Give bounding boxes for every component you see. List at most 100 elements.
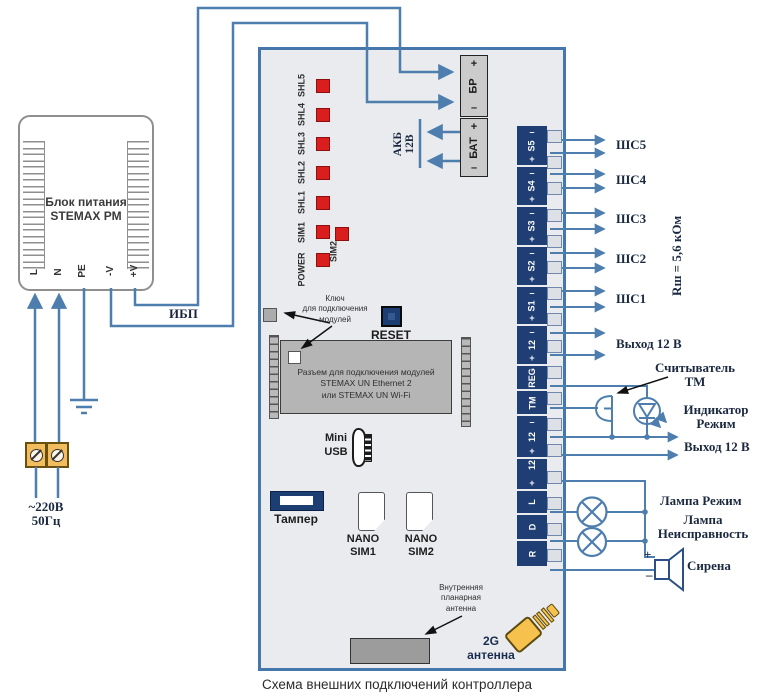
reset-label: RESET [370, 328, 411, 342]
psu-title: Блок питания [45, 195, 127, 209]
key-note-line1: Ключ [325, 294, 345, 303]
terminal-sign: – [529, 248, 535, 258]
key-note-arrow-2 [300, 325, 333, 350]
tm-reader-label: Считыватель ТМ [652, 361, 738, 388]
shs3-label: ШС3 [616, 211, 647, 226]
shunt-resistor-note: Rш = 5,6 кОм [669, 215, 685, 296]
led-shl2 [316, 166, 330, 180]
terminal-contact-stub [547, 182, 562, 196]
terminal-sign: – [529, 327, 535, 337]
mini-usb-line2: USB [324, 445, 348, 458]
sim1-line1: NANO [346, 533, 380, 545]
sim2-label: NANO SIM2 [400, 533, 442, 559]
diagram-caption: Схема внешних подключений контроллера [262, 677, 533, 692]
tamper-switch [270, 491, 324, 511]
sim2-line2: SIM2 [408, 546, 434, 559]
terminal-12v-out2: – 12 + [517, 416, 547, 457]
mini-usb-label: Mini USB [320, 432, 352, 460]
wire-plus-v-to-bp [133, 6, 455, 307]
2g-line1: 2G [482, 634, 499, 648]
indicator-label: Индикатор Режим [680, 403, 752, 430]
lamp-fault-line2: Неисправность [657, 525, 749, 541]
terminal-sign: + [529, 353, 535, 363]
terminal-s3: – S3 + [517, 207, 547, 245]
bat-battery-connector: + БАТ – [460, 118, 488, 177]
planar-antenna [350, 638, 430, 664]
heatsink-fins-right-icon [127, 141, 149, 269]
screw-terminal-icon [29, 448, 43, 462]
terminal-sign: – [529, 288, 535, 298]
planar-line1: Внутренняя [439, 583, 483, 592]
bp-minus: – [470, 102, 478, 114]
terminal-sign: + [529, 154, 535, 164]
terminal-s2: – S2 + [517, 247, 547, 285]
battery-label: АКБ 12В [392, 124, 416, 164]
out12-top-label: Выход 12 В [616, 336, 682, 351]
connector-line2: STEMAX UN Ethernet 2 [320, 378, 412, 389]
module-key-note: Ключ для подключения модулей [294, 294, 376, 325]
terminal-reg: REG [517, 366, 547, 389]
sim1-label: NANO SIM1 [342, 533, 384, 559]
terminal-12v-out1: – 12 + [517, 326, 547, 364]
siren-icon [654, 546, 684, 593]
junction-dots [609, 434, 650, 544]
led-sim1 [316, 225, 330, 239]
led-shl4 [316, 108, 330, 122]
wire-minus-v-to-bp [109, 21, 455, 328]
sim2-line1: NANO [404, 533, 438, 545]
siren-plus-sign: + [644, 547, 652, 562]
terminal-contact-stub [547, 392, 562, 405]
terminal-sign: + [529, 234, 535, 244]
led-shl1 [316, 196, 330, 210]
ups-label: ИБП [169, 306, 198, 321]
terminal-l: L [517, 491, 547, 513]
tm-reader-line1: Считыватель [654, 360, 736, 375]
planar-line2: планарная [441, 593, 481, 603]
terminal-contact-stub [547, 418, 562, 432]
mains-frequency: 50Гц [31, 512, 61, 528]
key-note-line3: модулей [319, 314, 351, 324]
wire-12v-lamps [550, 480, 655, 558]
terminal-contact-stub [547, 287, 562, 301]
planar-note-arrow [424, 615, 463, 635]
connector-line3: или STEMAX UN Wi-Fi [321, 389, 411, 400]
lamp-fault-line1: Лампа [683, 512, 723, 527]
indicator-line2: Режим [696, 415, 736, 431]
terminal-contact-stub [547, 496, 562, 510]
out12-mid-label: Выход 12 В [684, 439, 750, 454]
mains-voltage-label: ~220В 50Гц [20, 500, 72, 527]
terminal-s5: – S5 + [517, 126, 547, 165]
tm-note-arrow [616, 376, 669, 394]
pin-header-right-icon [461, 337, 471, 427]
shs5-label: ШС5 [616, 137, 647, 152]
terminal-s1: – S1 + [517, 287, 547, 324]
mains-terminal-cell [25, 442, 47, 468]
heatsink-fins-left-icon [23, 141, 45, 269]
terminal-tm: TM [517, 391, 547, 414]
planar-line3: антенна [445, 603, 477, 613]
terminal-contact-stub [547, 444, 562, 458]
terminal-r: R [517, 541, 547, 566]
module-connector: Разъем для подключения модулей STEMAX UN… [280, 340, 452, 414]
psu-model: STEMAX РМ [50, 209, 122, 223]
2g-antenna-label: 2G антенна [462, 634, 520, 663]
siren-minus-sign: – [646, 567, 653, 582]
terminal-sign: + [529, 313, 535, 323]
terminal-d: D [517, 515, 547, 539]
mini-usb-line1: Mini [325, 432, 347, 444]
terminal-contact-stub [547, 156, 562, 170]
tm-reader-line2: ТМ [684, 373, 706, 389]
terminal-contact-stub [547, 339, 562, 353]
battery-label-akb: АКБ [391, 131, 404, 157]
terminal-sign: – [529, 168, 535, 178]
terminal-12v-lamps: 12 + [517, 459, 547, 489]
terminal-sign: + [529, 478, 535, 488]
sim1-line2: SIM1 [350, 546, 376, 559]
tm-reader-icon [594, 395, 613, 437]
bp-plus: + [470, 58, 478, 70]
indicator-line1: Индикатор [683, 402, 749, 417]
terminal-contact-stub [547, 523, 562, 536]
terminal-sign: – [529, 417, 535, 427]
shs1-label: ШС1 [616, 291, 647, 306]
